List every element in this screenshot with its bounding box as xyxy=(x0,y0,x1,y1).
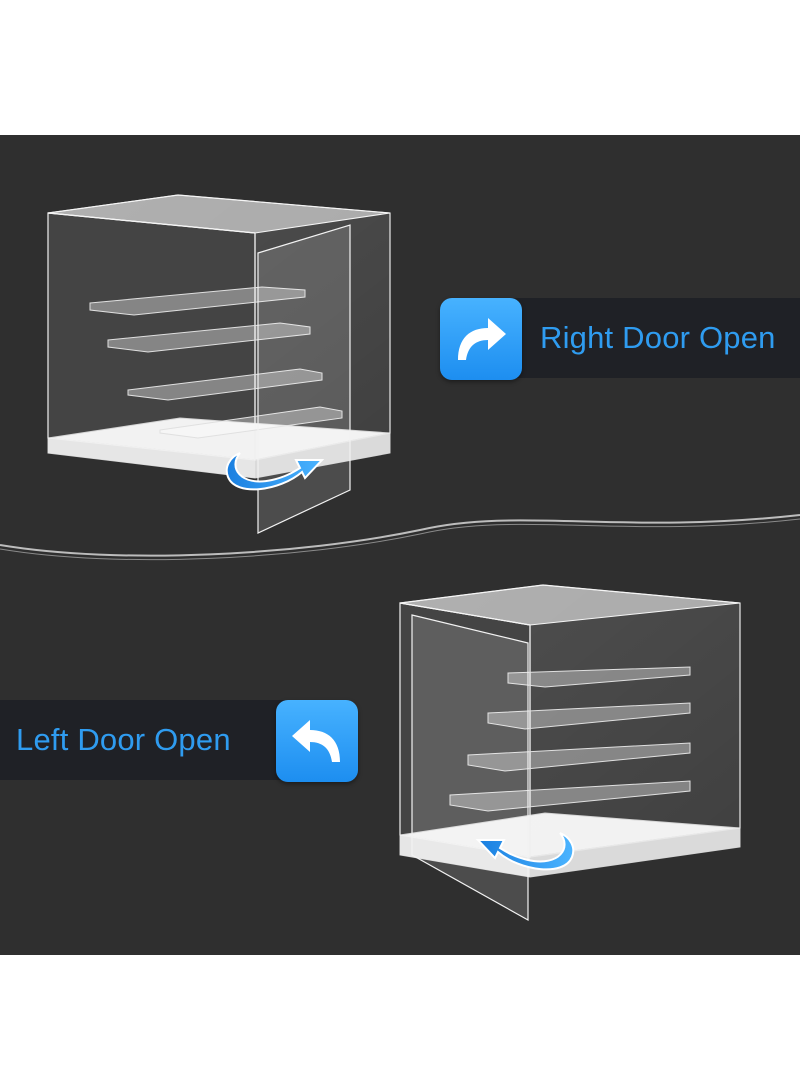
swoosh-arrow-right-icon xyxy=(225,452,325,491)
wave-divider xyxy=(0,514,800,557)
right-door-icon-tile xyxy=(440,298,522,380)
display-cases-illustration xyxy=(0,194,800,922)
product-panel: Right Door Open Left Door Open xyxy=(0,135,800,955)
swoosh-arrow-left-icon xyxy=(475,832,575,871)
right-door-label-bar: Right Door Open xyxy=(470,298,800,378)
right-door-label: Right Door Open xyxy=(540,320,776,355)
left-door-label: Left Door Open xyxy=(16,722,231,757)
curved-arrow-right-icon xyxy=(458,318,506,360)
curved-arrow-left-icon xyxy=(292,720,340,762)
display-case-left-door xyxy=(399,584,741,922)
left-door-icon-tile xyxy=(276,700,358,782)
left-door-label-bar: Left Door Open xyxy=(0,700,300,780)
display-case-right-door xyxy=(47,194,391,534)
